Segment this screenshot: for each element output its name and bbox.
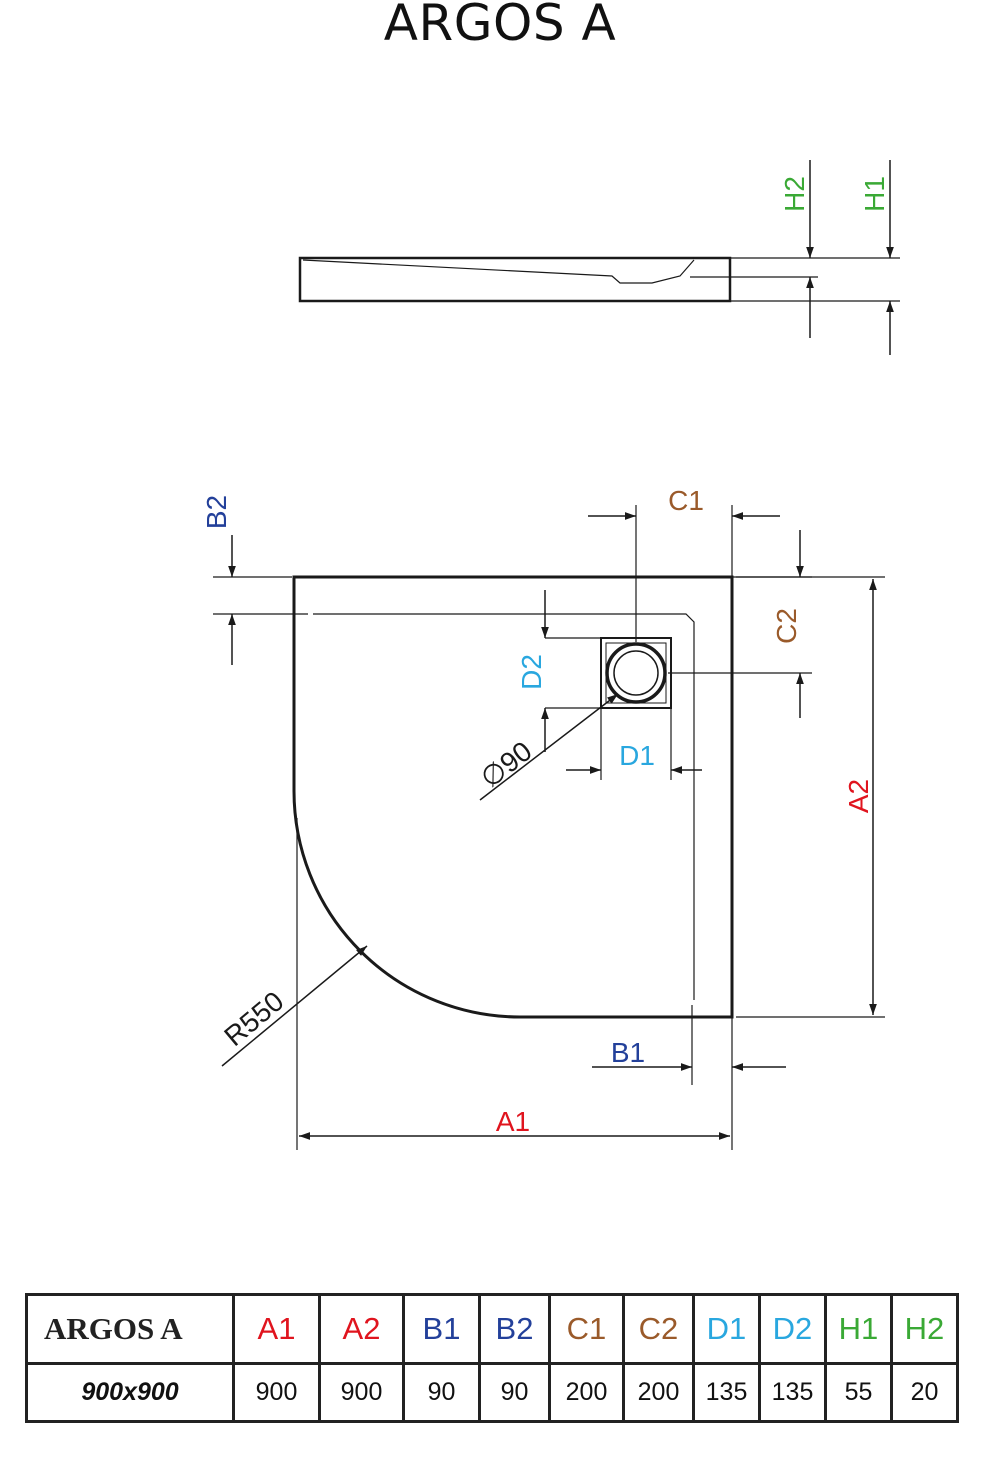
label-b2: B2: [201, 495, 232, 529]
label-c1: C1: [668, 485, 704, 516]
spec-value-h2: 20: [890, 1362, 959, 1423]
label-d1: D1: [619, 740, 655, 771]
phi90-leader: [479, 693, 619, 801]
spec-value-d1: 135: [692, 1362, 761, 1423]
top-view: [213, 505, 885, 1150]
spec-table: ARGOS A A1 A2 B1 B2 C1 C2 D1 D2 H1 H2 90…: [25, 1293, 959, 1423]
label-h1: H1: [859, 176, 890, 212]
page-title: ARGOS A: [383, 0, 617, 52]
label-b1: B1: [611, 1037, 645, 1068]
spec-value-a2: 900: [318, 1362, 405, 1423]
tray-side-outline: [298, 256, 732, 303]
spec-header-d2: D2: [758, 1293, 827, 1365]
label-d2: D2: [516, 654, 547, 690]
spec-value-d2: 135: [758, 1362, 827, 1423]
spec-value-c2: 200: [622, 1362, 695, 1423]
spec-header-h1: H1: [824, 1293, 893, 1365]
spec-header-h2: H2: [890, 1293, 959, 1365]
spec-value-a1: 900: [232, 1362, 321, 1423]
spec-value-b1: 90: [402, 1362, 481, 1423]
label-a1: A1: [496, 1106, 530, 1137]
spec-model-name: ARGOS A: [25, 1293, 235, 1365]
spec-size: 900x900: [25, 1362, 235, 1423]
spec-value-row: 900x900 900 900 90 90 200 200 135 135 55…: [25, 1362, 959, 1423]
spec-value-b2: 90: [478, 1362, 551, 1423]
drain-inner-circle: [613, 650, 659, 696]
label-phi90: ∅90: [475, 735, 538, 794]
spec-value-h1: 55: [824, 1362, 893, 1423]
label-a2: A2: [843, 779, 874, 813]
r550-leader: [221, 945, 368, 1067]
drain-outer-circle: [605, 642, 667, 704]
spec-header-d1: D1: [692, 1293, 761, 1365]
spec-header-c2: C2: [622, 1293, 695, 1365]
side-view: [298, 160, 900, 355]
spec-header-b2: B2: [478, 1293, 551, 1365]
spec-header-b1: B1: [402, 1293, 481, 1365]
spec-header-a2: A2: [318, 1293, 405, 1365]
label-h2: H2: [779, 176, 810, 212]
drain-outer-square: [600, 637, 672, 709]
spec-header-c1: C1: [548, 1293, 625, 1365]
technical-drawing: H2 H1: [201, 160, 900, 1150]
label-c2: C2: [771, 608, 802, 644]
spec-header-a1: A1: [232, 1293, 321, 1365]
spec-header-row: ARGOS A A1 A2 B1 B2 C1 C2 D1 D2 H1 H2: [25, 1293, 959, 1365]
tray-outer-outline: [292, 575, 734, 1019]
spec-value-c1: 200: [548, 1362, 625, 1423]
tray-inner-rim: [313, 613, 695, 1000]
tray-side-slope: [302, 259, 695, 284]
